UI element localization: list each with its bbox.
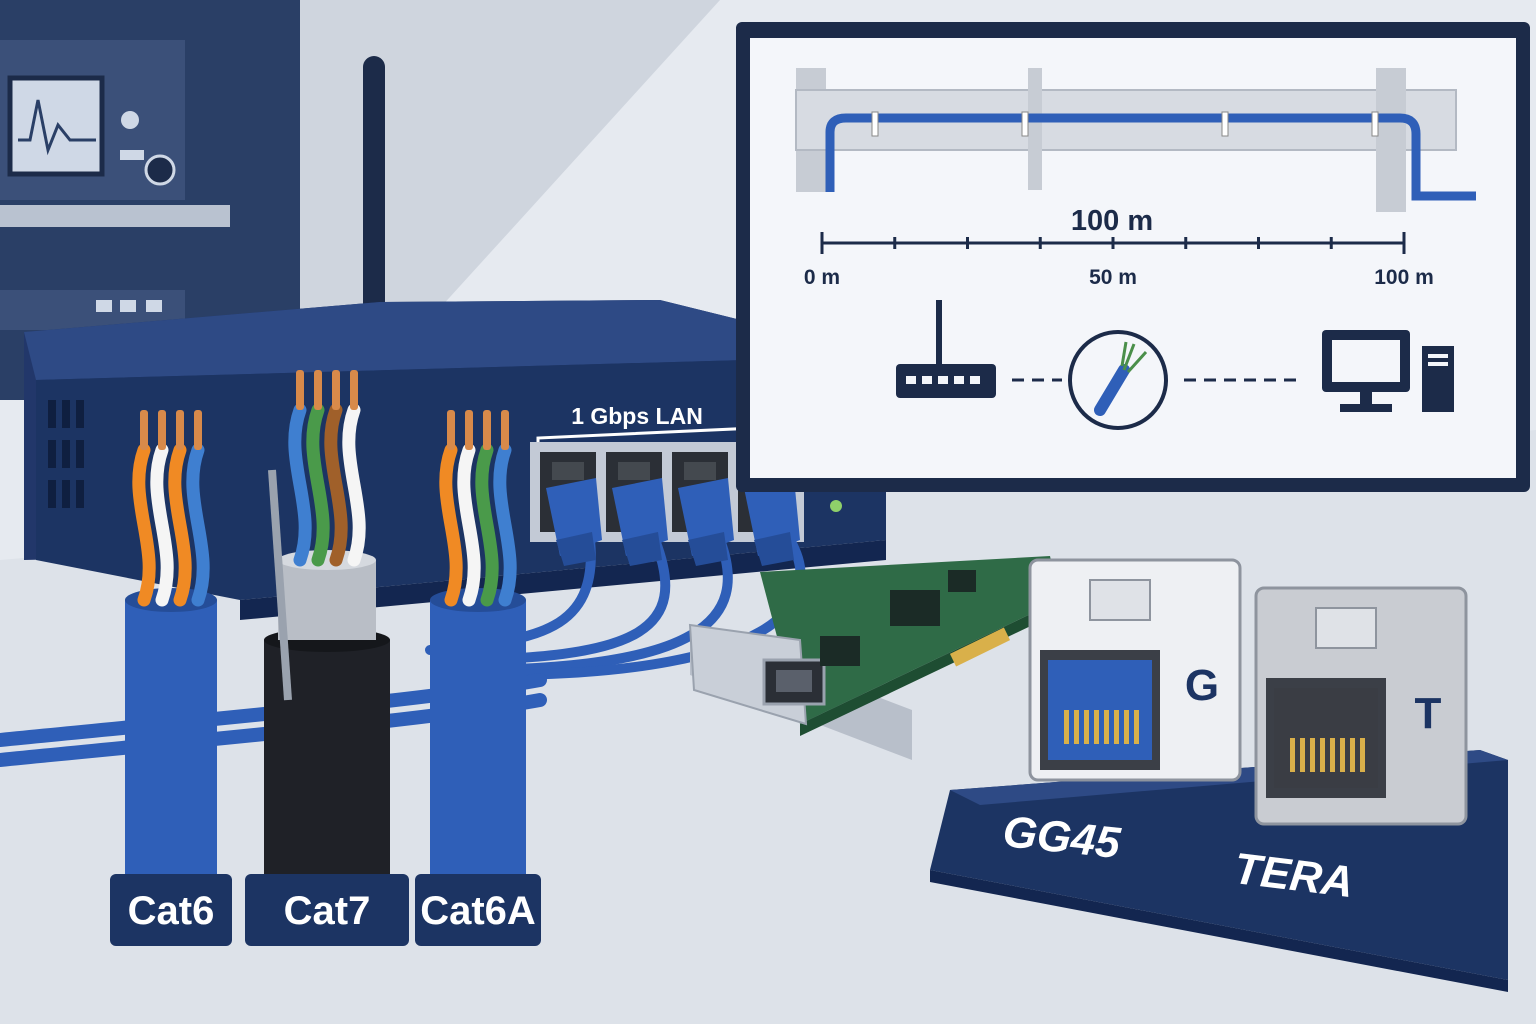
- jack-pin: [1360, 738, 1365, 772]
- distance-scale: 0 m 50 m 100 m: [804, 232, 1434, 289]
- copper-conductor: [314, 370, 322, 410]
- port-speed-label: 1 Gbps LAN: [571, 403, 703, 429]
- jack-pin: [1340, 738, 1345, 772]
- scale-tick-label: 0 m: [804, 266, 840, 289]
- status-led: [830, 500, 842, 512]
- jack-pin: [1104, 710, 1109, 744]
- copper-conductor: [447, 410, 455, 450]
- twisted-pair-wire: [342, 403, 366, 567]
- copper-conductor: [140, 410, 148, 450]
- rj45-plugs: [546, 478, 800, 566]
- nic-chip: [948, 570, 976, 592]
- cable-sample: Cat6A: [415, 410, 541, 946]
- cable-label-tag: [110, 874, 232, 946]
- jack-pin: [1290, 738, 1295, 772]
- plug-boot: [688, 532, 728, 566]
- jack-pin: [1320, 738, 1325, 772]
- copper-conductor: [350, 370, 358, 410]
- cable-label-tag: [415, 874, 541, 946]
- cable-tray-diagram: [795, 68, 1476, 212]
- twisted-pair-wire: [457, 443, 481, 607]
- twisted-pair-wire: [439, 443, 463, 607]
- copper-conductor: [194, 410, 202, 450]
- twisted-pair-wire: [150, 443, 174, 607]
- jack-pin: [1084, 710, 1089, 744]
- jack-pin: [1310, 738, 1315, 772]
- cable-sample: Cat6: [110, 410, 232, 946]
- scale-tick-label: 50 m: [1089, 266, 1137, 289]
- copper-conductor: [501, 410, 509, 450]
- port-latch: [684, 462, 716, 480]
- jack-pin: [1064, 710, 1069, 744]
- nic-rj45-port: [762, 658, 826, 706]
- plug-boot: [754, 532, 794, 566]
- nic-chip: [890, 590, 940, 626]
- twisted-pair-wire: [168, 443, 192, 607]
- nic-gold-contacts: [949, 627, 1011, 667]
- cable-type-label: Cat6A: [420, 889, 536, 933]
- length-title: 100 m: [1071, 205, 1153, 237]
- foil-shield: [278, 560, 376, 640]
- waveform-icon: [18, 99, 96, 156]
- twisted-pair-wire: [186, 443, 210, 607]
- drain-wire: [268, 469, 292, 701]
- nic-chip: [820, 636, 860, 666]
- cable-type-label: Cat6: [128, 889, 215, 933]
- jack-pin: [1074, 710, 1079, 744]
- twisted-pair-wire: [475, 443, 499, 607]
- jack-pin: [1350, 738, 1355, 772]
- cable-icon: [1068, 330, 1168, 430]
- router-icon: [896, 300, 996, 398]
- copper-conductor: [465, 410, 473, 450]
- vent-slots: [48, 400, 84, 508]
- twisted-pair-wire: [493, 443, 517, 607]
- cable-jacket: [430, 600, 526, 900]
- twisted-pair-wire: [288, 403, 312, 567]
- cable-samples: Cat6 Cat7 Cat6A: [110, 370, 541, 946]
- cable-sample: Cat7: [245, 370, 409, 946]
- jack-latch: [1089, 579, 1151, 621]
- twisted-pair-wire: [324, 403, 348, 567]
- link-path: [896, 300, 1454, 430]
- network-interface-card: [688, 556, 1060, 760]
- scale-tick-label: 100 m: [1374, 266, 1434, 289]
- cable-jacket: [125, 600, 217, 900]
- plug-boot: [556, 532, 596, 566]
- cable-label-tag: [245, 874, 409, 946]
- jack-latch: [1315, 607, 1377, 649]
- twisted-pair-wire: [132, 443, 156, 607]
- plug-boot: [622, 532, 662, 566]
- copper-conductor: [332, 370, 340, 410]
- jack-pin: [1094, 710, 1099, 744]
- copper-conductor: [296, 370, 304, 410]
- switch-antenna: [363, 56, 385, 316]
- jack-pin: [1300, 738, 1305, 772]
- monitor: 100 m 0 m 50 m 100 m: [736, 22, 1530, 492]
- port-latch: [618, 462, 650, 480]
- cable-type-label: Cat7: [284, 889, 371, 933]
- twisted-pair-wire: [306, 403, 330, 567]
- jack-pin: [1134, 710, 1139, 744]
- copper-conductor: [158, 410, 166, 450]
- port-latch: [552, 462, 584, 480]
- copper-conductor: [483, 410, 491, 450]
- connector-brand-mark: T: [1415, 689, 1442, 738]
- copper-conductor: [176, 410, 184, 450]
- jack-pin: [1124, 710, 1129, 744]
- connector-brand-mark: G: [1185, 661, 1219, 710]
- desktop-computer-icon: [1322, 330, 1454, 412]
- jack-pin: [1330, 738, 1335, 772]
- jack-pin: [1114, 710, 1119, 744]
